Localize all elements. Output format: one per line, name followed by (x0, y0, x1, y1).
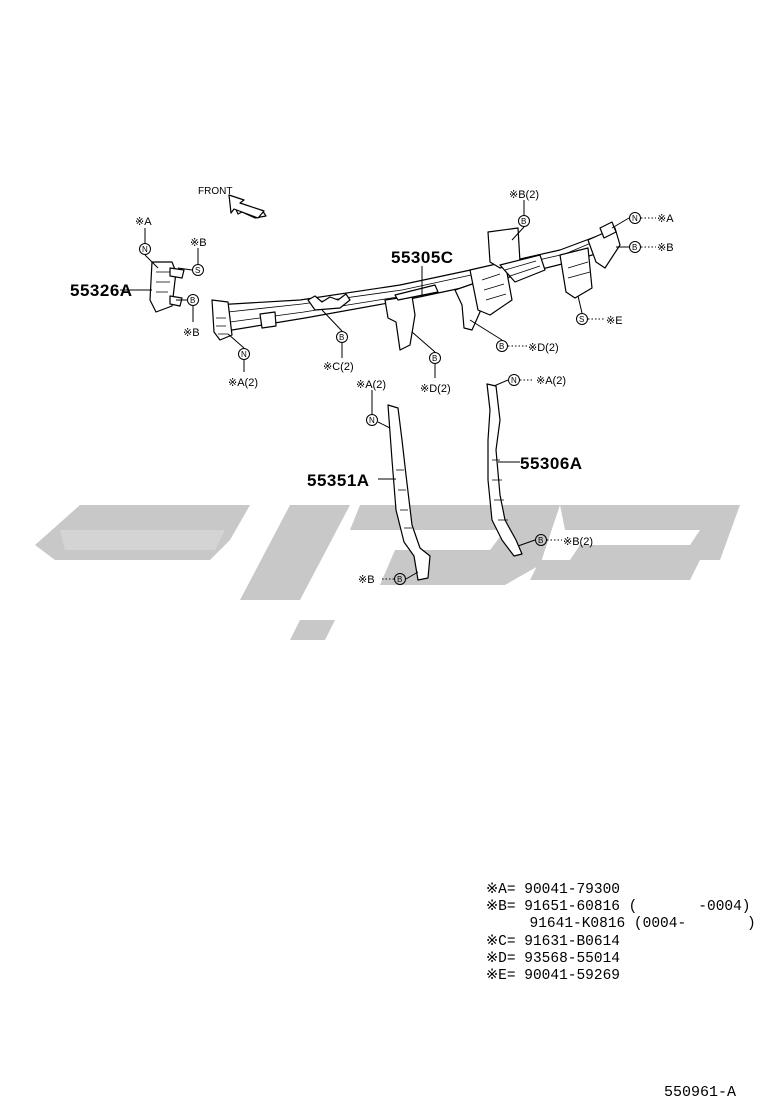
fasteners: N S B N B B B B N B S N N B B (139, 212, 641, 585)
watermark-logo (35, 505, 740, 640)
left-bracket (149, 261, 185, 313)
main-beam (211, 221, 621, 351)
svg-text:B: B (339, 333, 344, 342)
part-number-brace-left: 55351A (307, 471, 370, 490)
legend-part-number: 91651-60816 (524, 899, 620, 916)
diagram-code: 550961-A (664, 1084, 737, 1101)
svg-text:N: N (142, 245, 148, 254)
part-number-left-bracket: 55326A (70, 281, 133, 300)
part-number-main-beam: 55305C (391, 248, 454, 267)
nut-icon: N (366, 414, 378, 426)
callout-c2: ※C(2) (323, 361, 354, 373)
callout-a: ※A (657, 213, 674, 225)
legend-key: ※C= (486, 933, 525, 950)
legend-key: ※E= (486, 968, 525, 985)
nut-icon: N (508, 374, 520, 386)
brace-right-part (486, 383, 523, 557)
callout-a2: ※A(2) (356, 379, 386, 391)
legend-row: ※D= 93568-55014 (486, 951, 760, 968)
bolt-icon: B (187, 294, 199, 306)
svg-text:N: N (369, 416, 375, 425)
screw-icon: S (576, 313, 588, 325)
callout-b: ※B (657, 242, 674, 254)
legend-part-number: 93568-55014 (524, 950, 620, 967)
bolt-icon: B (394, 573, 406, 585)
legend-row: ※A= 90041-79300 (486, 882, 760, 899)
callout-d2: ※D(2) (420, 383, 451, 395)
svg-text:B: B (538, 536, 543, 545)
legend-row: ※E= 90041-59269 (486, 968, 760, 985)
callout-e: ※E (606, 315, 623, 327)
legend-key: ※A= (486, 882, 525, 898)
callout-b: ※B (190, 237, 207, 249)
svg-text:B: B (521, 217, 526, 226)
callout-d2: ※D(2) (528, 342, 559, 354)
callout-b: ※B (183, 327, 200, 339)
legend-part-number: 91631-B0614 (524, 933, 620, 950)
callout-b2: ※B(2) (563, 536, 593, 548)
svg-text:S: S (195, 266, 200, 275)
legend-row: ※B= 91651-60816 ( -0004) (486, 899, 760, 916)
svg-text:N: N (511, 376, 517, 385)
legend-key (486, 916, 530, 932)
bolt-icon: B (429, 352, 441, 364)
callout-a: ※A (135, 216, 152, 228)
bolt-icon: B (336, 331, 348, 343)
legend-date-range: ( -0004) (619, 899, 751, 916)
bolt-icon: B (629, 241, 641, 253)
part-number-brace-right: 55306A (520, 454, 583, 473)
legend-key: ※D= (486, 950, 525, 967)
svg-text:B: B (190, 296, 195, 305)
svg-text:N: N (632, 214, 638, 223)
legend-date-range: (0004- ) (625, 916, 756, 933)
front-direction-arrow: FRONT (198, 186, 267, 219)
nut-icon: N (629, 212, 641, 224)
callout-b2: ※B(2) (509, 189, 539, 201)
legend-row: ※C= 91631-B0614 (486, 934, 760, 951)
bolt-icon: B (496, 340, 508, 352)
nut-icon: N (238, 348, 250, 360)
legend-part-number: 90041-59269 (524, 968, 620, 985)
legend-row: 91641-K0816 (0004- ) (486, 916, 760, 933)
bolt-icon: B (535, 534, 547, 546)
leader-lines (120, 200, 656, 580)
front-label: FRONT (198, 186, 232, 197)
callout-a2: ※A(2) (228, 377, 258, 389)
svg-text:B: B (499, 342, 504, 351)
legend-key: ※B= (486, 899, 525, 916)
svg-text:B: B (432, 354, 437, 363)
svg-text:N: N (241, 350, 247, 359)
svg-text:B: B (397, 575, 402, 584)
callout-a2: ※A(2) (536, 375, 566, 387)
nut-icon: N (139, 243, 151, 255)
svg-text:B: B (632, 243, 637, 252)
callout-b: ※B (358, 574, 375, 586)
brace-left-part (387, 404, 431, 581)
legend-part-number: 90041-79300 (524, 882, 620, 898)
fastener-legend: ※A= 90041-79300※B= 91651-60816 ( -0004) … (486, 882, 760, 985)
svg-text:S: S (579, 315, 584, 324)
screw-icon: S (192, 264, 204, 276)
bolt-icon: B (518, 215, 530, 227)
legend-part-number: 91641-K0816 (529, 916, 626, 933)
